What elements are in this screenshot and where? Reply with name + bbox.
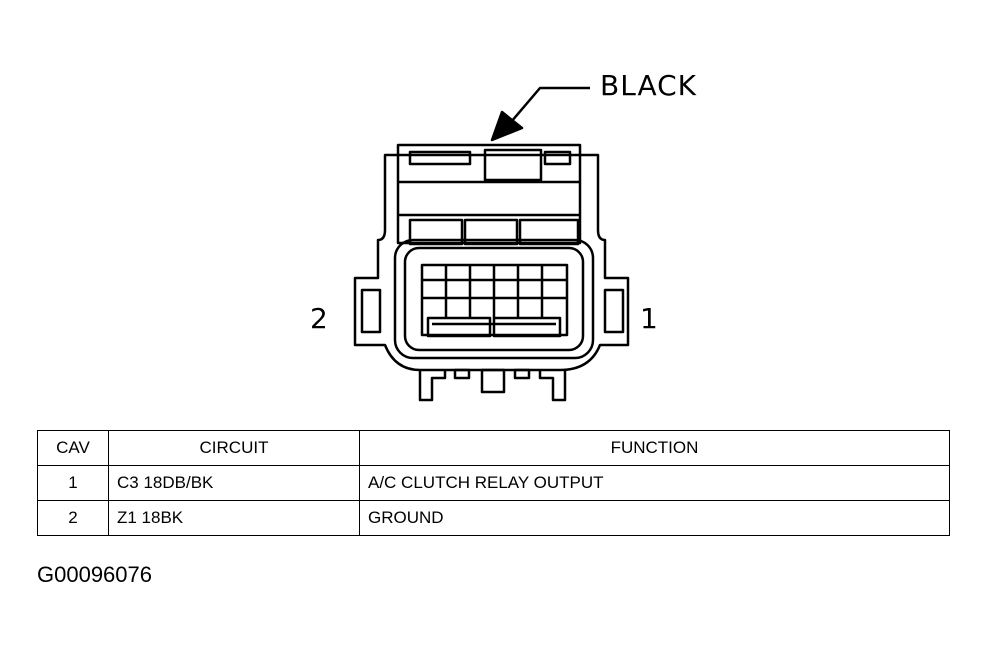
header-circuit: CIRCUIT — [108, 430, 360, 466]
terminal-1 — [492, 316, 562, 338]
inner-shroud — [393, 238, 595, 360]
callout-leader — [499, 86, 590, 136]
table-header-row: CAV CIRCUIT FUNCTION — [37, 430, 950, 466]
table-row: 2 Z1 18BK GROUND — [37, 500, 950, 536]
housing-shroud — [353, 153, 630, 372]
latch-tab — [483, 148, 543, 182]
pin-label-2: 2 — [310, 302, 329, 335]
pin-label-1: 1 — [640, 302, 659, 335]
cell-function: GROUND — [359, 500, 950, 536]
housing-top — [396, 143, 582, 245]
figure-id: G00096076 — [37, 562, 152, 587]
cell-function: A/C CLUTCH RELAY OUTPUT — [359, 465, 950, 501]
cell-cav: 2 — [37, 500, 109, 536]
callout-arrowhead — [490, 110, 524, 142]
cell-circuit: C3 18DB/BK — [108, 465, 360, 501]
connector-diagram — [353, 86, 630, 402]
cell-cav: 1 — [37, 465, 109, 501]
header-function: FUNCTION — [359, 430, 950, 466]
table-row: 1 C3 18DB/BK A/C CLUTCH RELAY OUTPUT — [37, 465, 950, 501]
connector-color-label: BLACK — [600, 69, 698, 102]
header-cav: CAV — [37, 430, 109, 466]
cell-circuit: Z1 18BK — [108, 500, 360, 536]
pinout-table: CAV CIRCUIT FUNCTION 1 C3 18DB/BK A/C CL… — [37, 430, 950, 536]
terminal-2 — [426, 316, 492, 338]
